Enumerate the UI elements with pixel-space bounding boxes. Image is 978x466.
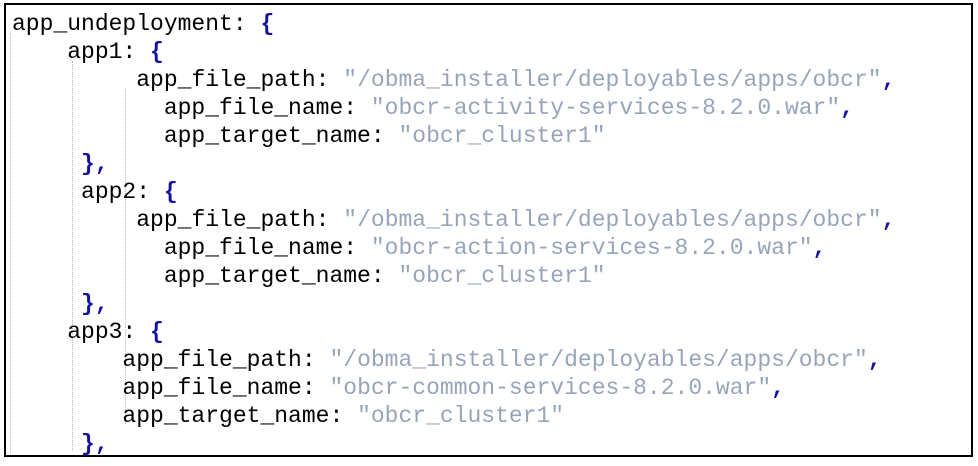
code-token-punct: , bbox=[867, 347, 882, 373]
code-token-key: app_undeployment: bbox=[12, 11, 261, 37]
code-token-punct: }, bbox=[81, 291, 109, 317]
code-line-14: app_file_name: "obcr-common-services-8.2… bbox=[12, 374, 971, 402]
code-token-str: "obcr_cluster1" bbox=[398, 263, 606, 289]
code-line-16: }, bbox=[12, 430, 971, 458]
code-token-key: app1: bbox=[67, 39, 151, 65]
code-token-punct: , bbox=[812, 235, 827, 261]
code-indent bbox=[12, 123, 164, 149]
code-indent bbox=[12, 263, 164, 289]
code-indent bbox=[12, 95, 164, 121]
code-listing: app_undeployment: { app1: { app_file_pat… bbox=[6, 5, 971, 458]
code-block: app_undeployment: { app1: { app_file_pat… bbox=[4, 3, 973, 457]
code-token-str: "obcr_cluster1" bbox=[398, 123, 606, 149]
code-token-punct: , bbox=[881, 67, 896, 93]
code-indent bbox=[12, 291, 81, 317]
code-token-key: app_file_name: bbox=[163, 95, 371, 121]
indent-guide bbox=[125, 89, 126, 424]
code-token-str: "/obma_installer/deployables/apps/obcr" bbox=[343, 207, 882, 233]
code-token-str: "/obma_installer/deployables/apps/obcr" bbox=[343, 67, 882, 93]
code-line-5: app_target_name: "obcr_cluster1" bbox=[12, 122, 971, 150]
code-line-15: app_target_name: "obcr_cluster1" bbox=[12, 402, 971, 430]
code-indent bbox=[12, 319, 67, 345]
indent-guide bbox=[72, 61, 73, 451]
code-token-key: app3: bbox=[67, 319, 151, 345]
code-line-11: }, bbox=[12, 290, 971, 318]
code-indent bbox=[12, 39, 67, 65]
code-line-13: app_file_path: "/obma_installer/deployab… bbox=[12, 346, 971, 374]
code-line-6: }, bbox=[12, 150, 971, 178]
code-token-key: app_file_path: bbox=[136, 67, 344, 93]
code-indent bbox=[12, 179, 81, 205]
code-token-key: app_file_path: bbox=[136, 207, 344, 233]
code-token-punct: , bbox=[881, 207, 896, 233]
code-indent bbox=[12, 375, 122, 401]
code-indent bbox=[12, 347, 122, 373]
code-line-9: app_file_name: "obcr-action-services-8.2… bbox=[12, 234, 971, 262]
code-token-punct: { bbox=[163, 179, 178, 205]
code-token-str: "obcr-common-services-8.2.0.war" bbox=[329, 375, 772, 401]
code-token-str: "/obma_installer/deployables/apps/obcr" bbox=[329, 347, 868, 373]
code-indent bbox=[12, 403, 122, 429]
code-token-punct: }, bbox=[81, 431, 109, 457]
code-line-1: app_undeployment: { bbox=[12, 10, 971, 38]
code-indent bbox=[12, 431, 81, 457]
code-token-punct: }, bbox=[81, 151, 109, 177]
code-token-str: "obcr-action-services-8.2.0.war" bbox=[370, 235, 813, 261]
code-indent bbox=[12, 67, 136, 93]
code-line-2: app1: { bbox=[12, 38, 971, 66]
code-token-punct: { bbox=[150, 39, 164, 65]
code-token-key: app_target_name: bbox=[163, 123, 399, 149]
code-token-punct: , bbox=[840, 95, 854, 121]
code-token-key: app_target_name: bbox=[163, 263, 399, 289]
code-token-punct: { bbox=[150, 319, 164, 345]
code-token-key: app_file_path: bbox=[122, 347, 330, 373]
code-token-key: app_target_name: bbox=[122, 403, 358, 429]
code-token-str: "obcr_cluster1" bbox=[357, 403, 565, 429]
code-line-12: app3: { bbox=[12, 318, 971, 346]
code-indent bbox=[12, 207, 136, 233]
code-token-punct: { bbox=[260, 11, 275, 37]
code-token-key: app_file_name: bbox=[122, 375, 330, 401]
code-indent bbox=[12, 151, 81, 177]
code-line-8: app_file_path: "/obma_installer/deployab… bbox=[12, 206, 971, 234]
indent-guide bbox=[10, 33, 11, 453]
code-line-10: app_target_name: "obcr_cluster1" bbox=[12, 262, 971, 290]
code-line-3: app_file_path: "/obma_installer/deployab… bbox=[12, 66, 971, 94]
code-token-punct: , bbox=[771, 375, 785, 401]
code-token-str: "obcr-activity-services-8.2.0.war" bbox=[370, 95, 841, 121]
code-line-7: app2: { bbox=[12, 178, 971, 206]
code-line-4: app_file_name: "obcr-activity-services-8… bbox=[12, 94, 971, 122]
code-token-key: app2: bbox=[81, 179, 164, 205]
code-token-key: app_file_name: bbox=[163, 235, 371, 261]
code-indent bbox=[12, 235, 164, 261]
